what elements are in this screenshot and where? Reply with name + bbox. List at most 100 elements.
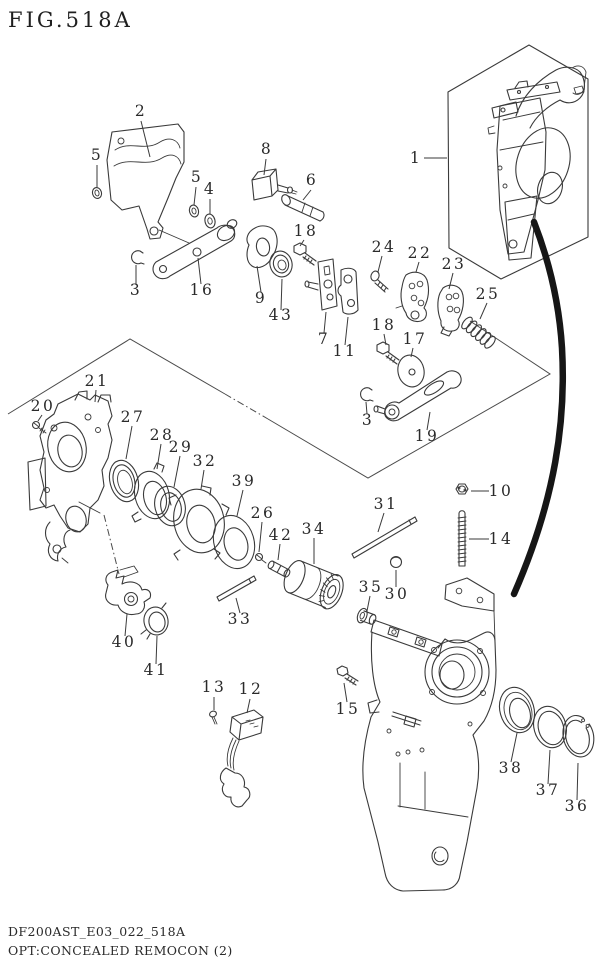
callout-leader-line	[263, 158, 267, 176]
callout-leader-line	[37, 414, 43, 422]
part-35-bushing	[356, 607, 377, 625]
part-19-lever	[373, 370, 462, 422]
part-14-stud	[457, 510, 467, 567]
part-number-label: 20	[31, 397, 56, 415]
callout-5: 5	[91, 146, 103, 187]
callout-leader-line	[510, 732, 518, 763]
part-number-label: 4	[204, 180, 216, 198]
callout-leader-line	[299, 239, 305, 247]
figure-title: FIG.518A	[8, 8, 133, 32]
part-number-label: 5	[91, 146, 103, 164]
callout-10: 10	[471, 482, 514, 500]
part-number-label: 43	[269, 306, 294, 324]
part-13-screw	[209, 710, 218, 725]
callout-15: 15	[336, 682, 361, 718]
remocon-inset-box	[447, 44, 589, 280]
part-number-label: 37	[536, 781, 561, 799]
part-15-bolt	[336, 665, 359, 686]
part-34-drum	[283, 560, 344, 610]
part-number-label: 23	[442, 255, 467, 273]
callout-18: 18	[372, 316, 397, 346]
part-2-bracket	[106, 123, 185, 240]
part-30-ball	[389, 555, 403, 569]
part-number-label: 39	[232, 472, 257, 490]
callout-21: 21	[85, 372, 110, 403]
center-line	[78, 501, 120, 575]
callout-leader-line	[200, 469, 205, 490]
callout-leader-line	[383, 333, 387, 346]
part-9-cam-plate	[246, 225, 278, 269]
callout-leader-line	[547, 749, 551, 785]
part-27-seal	[108, 459, 140, 503]
callout-17: 17	[403, 330, 425, 358]
part-number-label: 32	[193, 452, 218, 470]
callout-38: 38	[499, 732, 521, 777]
callout-14: 14	[469, 530, 511, 548]
part-16-link-arm	[152, 219, 238, 280]
callout-leader-line	[377, 255, 383, 273]
part-31-rod	[351, 516, 418, 559]
callout-leader-line	[426, 411, 431, 431]
part-number-label: 41	[144, 661, 169, 679]
part-number-label: 3	[130, 281, 142, 299]
callout-12: 12	[239, 680, 261, 714]
remote-control-assembly	[487, 65, 587, 261]
callout-42: 42	[269, 526, 291, 561]
part-number-label: 9	[255, 289, 267, 307]
callout-leader-line	[235, 597, 241, 614]
callout-leader-line	[125, 425, 133, 460]
part-number-label: 24	[372, 238, 397, 256]
callout-leader-line	[173, 455, 181, 488]
control-cable	[510, 218, 567, 598]
part-number-label: 18	[372, 316, 397, 334]
part-5-oring	[188, 204, 200, 218]
part-number-label: 10	[489, 482, 514, 500]
part-number-label: 29	[169, 438, 194, 456]
callout-3: 3	[130, 265, 142, 299]
clamp-bracket-housing	[362, 577, 497, 892]
callout-30: 30	[385, 570, 407, 603]
callout-37: 37	[536, 749, 561, 799]
callout-leader-line	[410, 347, 414, 358]
part-number-label: 7	[318, 330, 330, 348]
part-33-rod	[216, 575, 257, 602]
part-number-label: 8	[261, 140, 273, 158]
part-39-washer	[212, 514, 256, 570]
callout-23: 23	[442, 255, 467, 290]
part-26-screw	[254, 552, 267, 564]
part-number-label: 33	[228, 610, 253, 628]
callout-13: 13	[202, 678, 224, 710]
part-10-nut	[455, 483, 469, 495]
part-number-label: 5	[191, 168, 203, 186]
part-number-label: 2	[135, 102, 147, 120]
part-number-label: 36	[565, 797, 590, 815]
callout-8: 8	[261, 140, 273, 176]
assembly-line	[158, 229, 190, 244]
callout-leader-line	[280, 278, 283, 311]
callout-22: 22	[408, 244, 430, 273]
part-4-washer	[204, 213, 216, 229]
callout-leader-line	[156, 443, 162, 470]
part-29-ring	[154, 485, 186, 527]
part-number-label: 26	[251, 504, 276, 522]
callout-5: 5	[191, 168, 203, 206]
part-20-screw	[31, 420, 47, 434]
drawing-caption: OPT:CONCEALED REMOCON (2)	[8, 943, 233, 958]
callout-leader-line	[576, 762, 579, 801]
part-41-ring-clamp	[140, 602, 169, 640]
callout-leader-line	[140, 120, 151, 158]
part-12-relay	[219, 709, 264, 808]
callout-34: 34	[302, 520, 324, 564]
part-number-label: 3	[362, 411, 374, 429]
callout-7: 7	[318, 311, 330, 348]
callout-leader-line	[258, 521, 263, 553]
part-38-seal-ring	[498, 686, 536, 734]
part-40-clamp	[105, 565, 152, 616]
part-number-label: 15	[336, 700, 361, 718]
callout-leader-line	[323, 311, 327, 334]
part-number-label: 21	[85, 372, 110, 390]
callout-leader-line	[155, 635, 158, 665]
part-6-pin	[281, 194, 325, 222]
callout-leader-line	[246, 698, 251, 714]
